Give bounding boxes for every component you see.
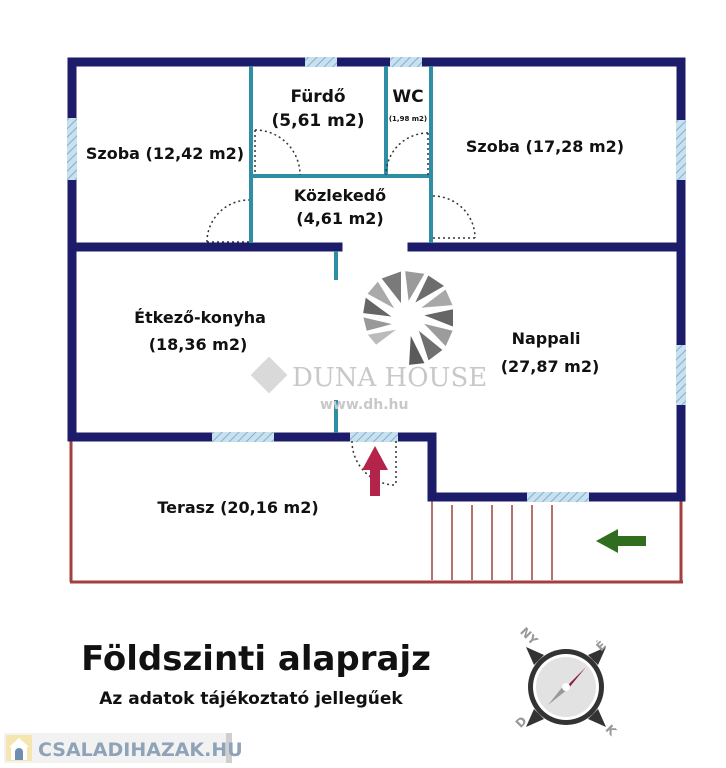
room-label-terasz: Terasz (20,16 m2) [157, 498, 318, 517]
door-swings [206, 129, 476, 486]
compass-label-d: D [513, 714, 530, 731]
footer-logo-text: CSALADIHAZAK.HU [38, 739, 243, 761]
room-label-etkezo: Étkező-konyha [134, 308, 266, 327]
room-label-wc: WC [392, 87, 423, 107]
exterior-walls [67, 57, 686, 502]
terrace-outline [69, 440, 683, 584]
room-area-furdo: (5,61 m2) [272, 111, 365, 131]
compass-label-k: K [603, 722, 620, 739]
windows [67, 57, 686, 502]
room-label-szoba-2: Szoba (17,28 m2) [466, 137, 624, 156]
room-area-nappali: (27,87 m2) [501, 357, 600, 376]
room-label-nappali: Nappali [512, 329, 581, 348]
room-area-kozleked: (4,61 m2) [296, 209, 383, 228]
room-area-wc: (1,98 m2) [389, 115, 427, 123]
compass-label-ny: NY [517, 625, 540, 648]
room-label-furdo: Fürdő [290, 87, 345, 107]
plan-subtitle: Az adatok tájékoztató jellegűek [99, 689, 403, 709]
entry-direction-arrow-icon [596, 529, 646, 553]
room-label-szoba-1: Szoba (12,42 m2) [86, 144, 244, 163]
compass-label-e: É [593, 638, 609, 654]
csaladihazak-logo: CSALADIHAZAK.HU [4, 733, 243, 763]
watermark-brand: DUNA HOUSE [292, 363, 487, 393]
terrace-stairs [431, 500, 553, 580]
entrance-arrow-icon [362, 446, 388, 496]
room-label-kozleked: Közlekedő [294, 186, 386, 205]
room-area-etkezo: (18,36 m2) [149, 335, 248, 354]
watermark-url: www.dh.hu [320, 397, 408, 413]
duna-house-watermark: DUNA HOUSE www.dh.hu [250, 356, 487, 413]
plan-title: Földszinti alaprajz [81, 639, 431, 679]
compass-icon: NY É D K [513, 625, 620, 739]
spiral-staircase [360, 268, 456, 368]
interior-partitions [249, 66, 433, 433]
